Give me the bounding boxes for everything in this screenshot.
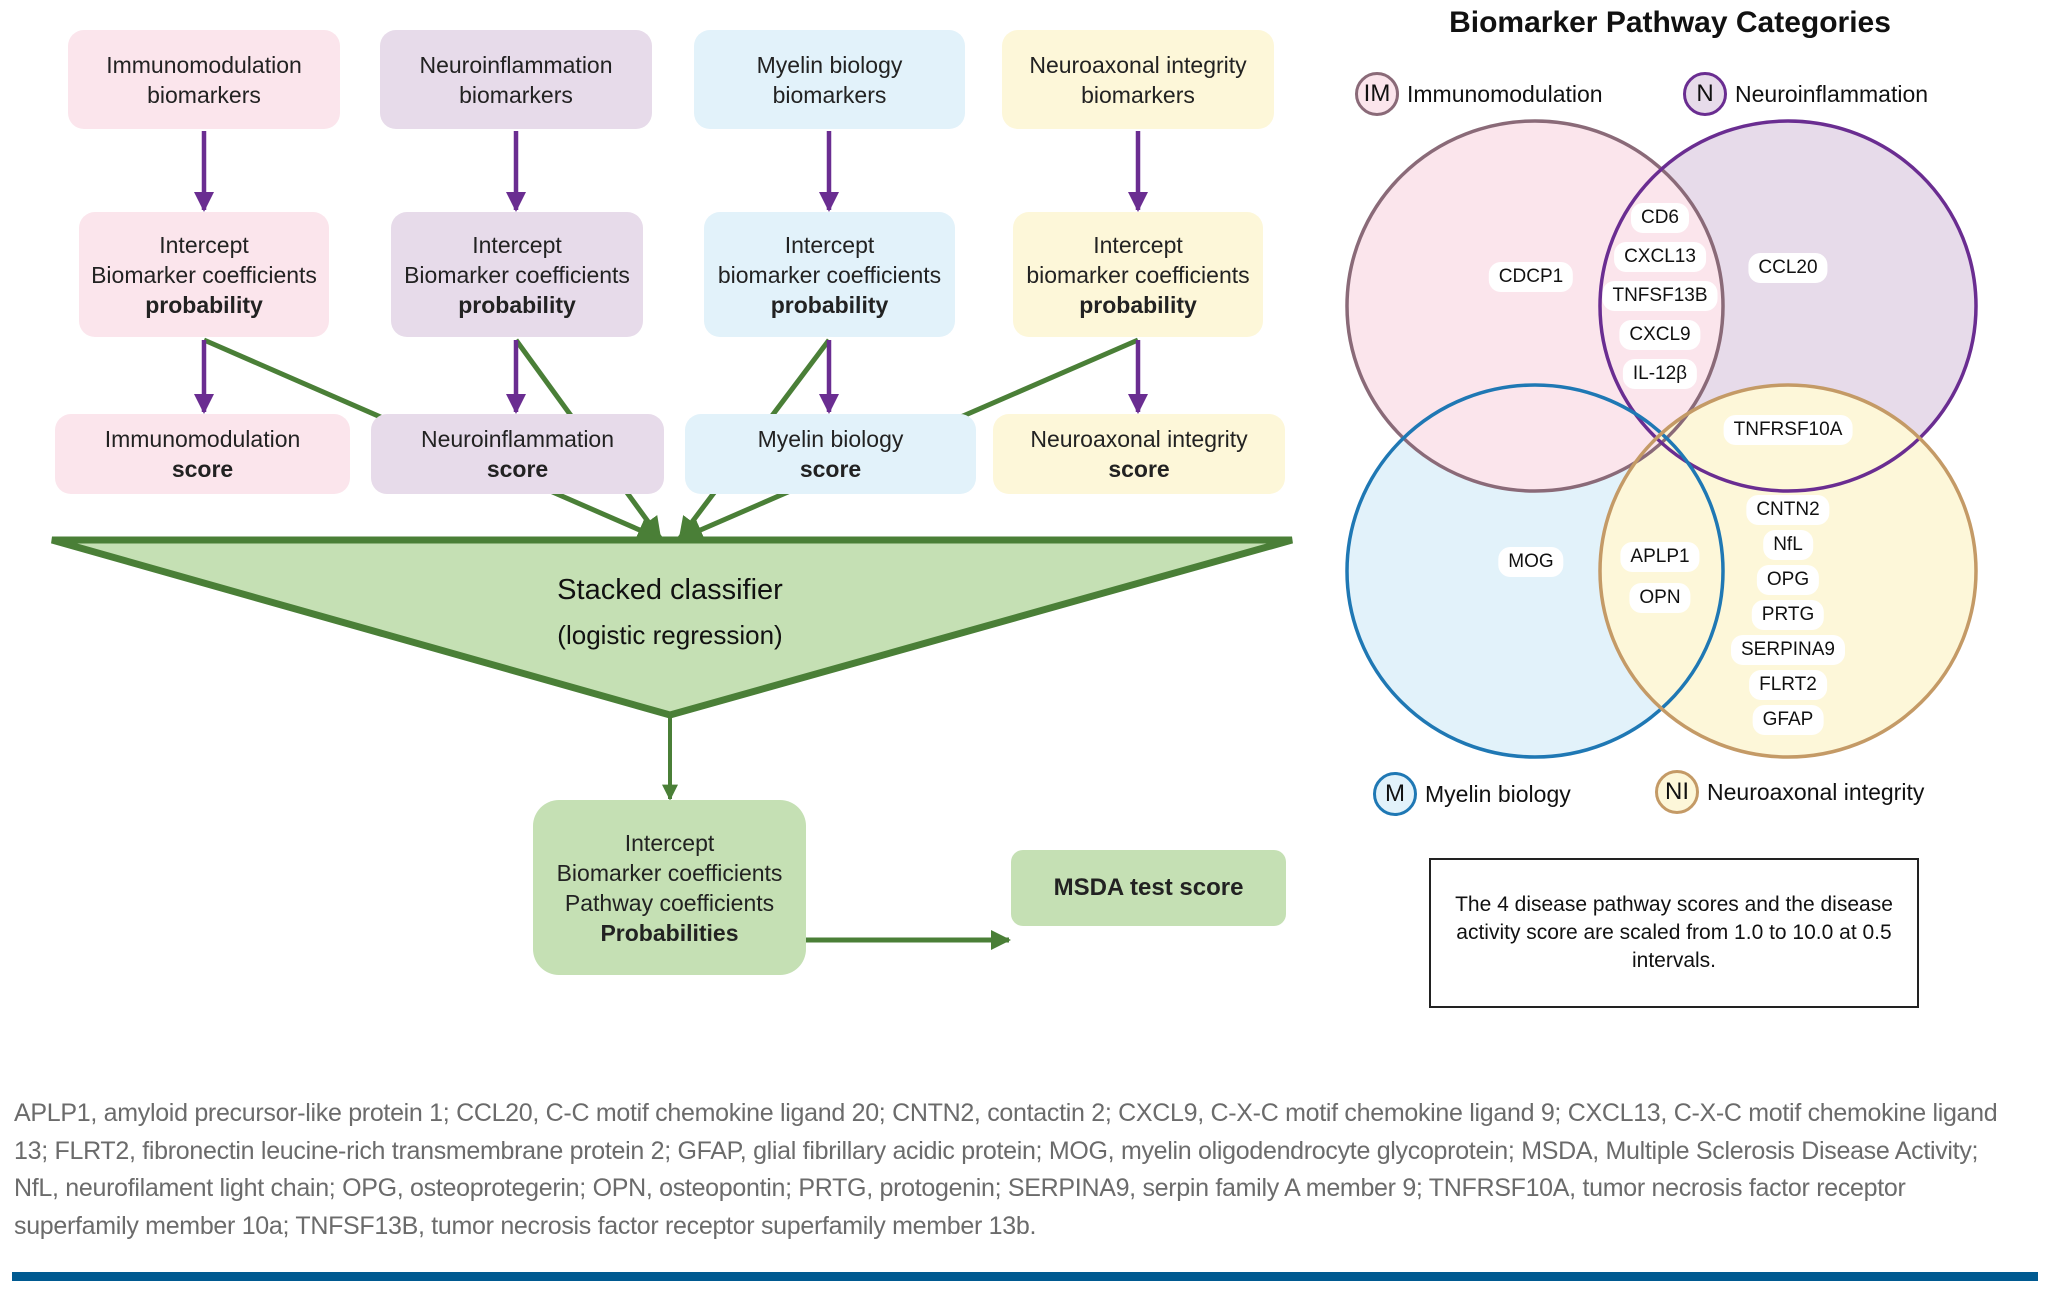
- final-model-box: Intercept Biomarker coefficients Pathway…: [533, 800, 806, 975]
- chip-il12b: IL-12β: [1622, 359, 1698, 389]
- legend-myelin: M Myelin biology: [1373, 772, 1571, 816]
- legend-label-ni: Neuroaxonal integrity: [1707, 778, 1925, 805]
- chip-nfl: NfL: [1763, 530, 1813, 560]
- ni-biomarkers-line2: biomarkers: [1081, 81, 1195, 108]
- m-biomarkers-line2: biomarkers: [772, 81, 887, 108]
- legend-neuroinflammation: N Neuroinflammation: [1683, 72, 1928, 116]
- im-score-bold: score: [171, 456, 234, 482]
- m-score-bold: score: [799, 456, 862, 482]
- chip-flrt2: FLRT2: [1749, 670, 1827, 700]
- chip-cdcp1: CDCP1: [1488, 262, 1574, 292]
- n-model-box: Intercept Biomarker coefficients probabi…: [391, 212, 643, 337]
- legend-neuroaxonal: NI Neuroaxonal integrity: [1655, 770, 1924, 814]
- abbreviations-footnote: APLP1, amyloid precursor-like protein 1;…: [14, 1099, 1998, 1240]
- legend-badge-ni: NI: [1655, 770, 1699, 814]
- legend-badge-n: N: [1683, 72, 1727, 116]
- n-model-bold: probability: [458, 291, 576, 318]
- im-biomarkers-box: Immunomodulation biomarkers: [68, 30, 340, 129]
- chip-tnfrsf10a: TNFRSF10A: [1723, 415, 1853, 445]
- m-score-line: Myelin biology: [757, 426, 904, 452]
- n-biomarkers-line2: biomarkers: [459, 81, 573, 108]
- im-model-line1: Intercept: [159, 231, 249, 258]
- m-biomarkers-box: Myelin biology biomarkers: [694, 30, 965, 129]
- ni-biomarkers-box: Neuroaxonal integrity biomarkers: [1002, 30, 1274, 129]
- venn-outline-neuroinflammation: [1598, 119, 1978, 493]
- n-score-box: Neuroinflammation score: [371, 414, 664, 494]
- chip-serpina9: SERPINA9: [1731, 635, 1845, 665]
- venn-outline-immunomodulation: [1345, 119, 1725, 493]
- ni-score-box: Neuroaxonal integrity score: [993, 414, 1285, 494]
- final-model-line3: Pathway coefficients: [564, 889, 775, 916]
- n-model-line1: Intercept: [472, 231, 562, 258]
- n-model-line2: Biomarker coefficients: [404, 261, 630, 288]
- m-model-bold: probability: [770, 291, 889, 318]
- m-biomarkers-line1: Myelin biology: [756, 51, 903, 78]
- chip-gfap: GFAP: [1752, 705, 1824, 735]
- classifier-title: Stacked classifier: [557, 574, 783, 606]
- chip-opg: OPG: [1756, 565, 1820, 595]
- chip-cxcl13: CXCL13: [1614, 242, 1706, 272]
- chip-ccl20: CCL20: [1748, 253, 1828, 283]
- msda-test-score-label: MSDA test score: [1053, 874, 1244, 901]
- legend-immunomodulation: IM Immunomodulation: [1355, 72, 1603, 116]
- chip-aplp1: APLP1: [1620, 542, 1700, 572]
- bottom-rule: [12, 1272, 2038, 1281]
- legend-label-im: Immunomodulation: [1407, 80, 1603, 107]
- msda-test-score-box: MSDA test score: [1011, 850, 1286, 926]
- im-model-box: Intercept Biomarker coefficients probabi…: [79, 212, 329, 337]
- ni-biomarkers-line1: Neuroaxonal integrity: [1029, 51, 1247, 78]
- venn-outline-myelin: [1345, 383, 1725, 759]
- final-model-line2: Biomarker coefficients: [556, 859, 783, 886]
- chip-cd6: CD6: [1630, 203, 1690, 233]
- ni-score-bold: score: [1108, 456, 1170, 482]
- stacked-classifier-triangle: [51, 536, 1293, 719]
- chip-opn: OPN: [1629, 583, 1691, 613]
- venn-outline-neuroaxonal: [1598, 383, 1978, 759]
- final-model-bold: Probabilities: [600, 919, 739, 946]
- n-score-bold: score: [486, 456, 549, 482]
- im-score-box: Immunomodulation score: [55, 414, 350, 494]
- scale-note-text: The 4 disease pathway scores and the dis…: [1455, 893, 1893, 972]
- legend-badge-m: M: [1373, 772, 1417, 816]
- chip-prtg: PRTG: [1751, 600, 1825, 630]
- venn-title: Biomarker Pathway Categories: [1449, 6, 1891, 39]
- scale-note-box: The 4 disease pathway scores and the dis…: [1429, 858, 1919, 1008]
- final-model-line1: Intercept: [624, 829, 715, 856]
- legend-label-n: Neuroinflammation: [1735, 80, 1929, 107]
- n-biomarkers-box: Neuroinflammation biomarkers: [380, 30, 652, 129]
- ni-model-bold: probability: [1079, 291, 1197, 318]
- im-model-line2: Biomarker coefficients: [91, 261, 317, 288]
- legend-label-m: Myelin biology: [1425, 780, 1571, 807]
- ni-model-line1: Intercept: [1093, 231, 1183, 258]
- n-biomarkers-line1: Neuroinflammation: [419, 51, 613, 78]
- im-biomarkers-line2: biomarkers: [147, 81, 261, 108]
- legend-badge-im: IM: [1355, 72, 1399, 116]
- chip-cxcl9: CXCL9: [1619, 320, 1701, 350]
- chip-cntn2: CNTN2: [1746, 495, 1830, 525]
- chip-tnfsf13b: TNFSF13B: [1602, 281, 1718, 311]
- ni-score-line: Neuroaxonal integrity: [1030, 426, 1248, 452]
- m-model-box: Intercept biomarker coefficients probabi…: [704, 212, 955, 337]
- classifier-subtitle: (logistic regression): [557, 620, 783, 650]
- im-model-bold: probability: [145, 291, 263, 318]
- m-model-line2: biomarker coefficients: [717, 261, 942, 288]
- im-biomarkers-line1: Immunomodulation: [106, 51, 302, 78]
- venn-overlap-im-n: [1600, 121, 1723, 491]
- im-score-line: Immunomodulation: [104, 426, 301, 452]
- ni-model-line2: biomarker coefficients: [1026, 261, 1250, 288]
- n-score-line: Neuroinflammation: [420, 426, 615, 452]
- m-model-line1: Intercept: [784, 231, 875, 258]
- chip-mog: MOG: [1498, 547, 1564, 577]
- m-score-box: Myelin biology score: [685, 414, 976, 494]
- ni-model-box: Intercept biomarker coefficients probabi…: [1013, 212, 1263, 337]
